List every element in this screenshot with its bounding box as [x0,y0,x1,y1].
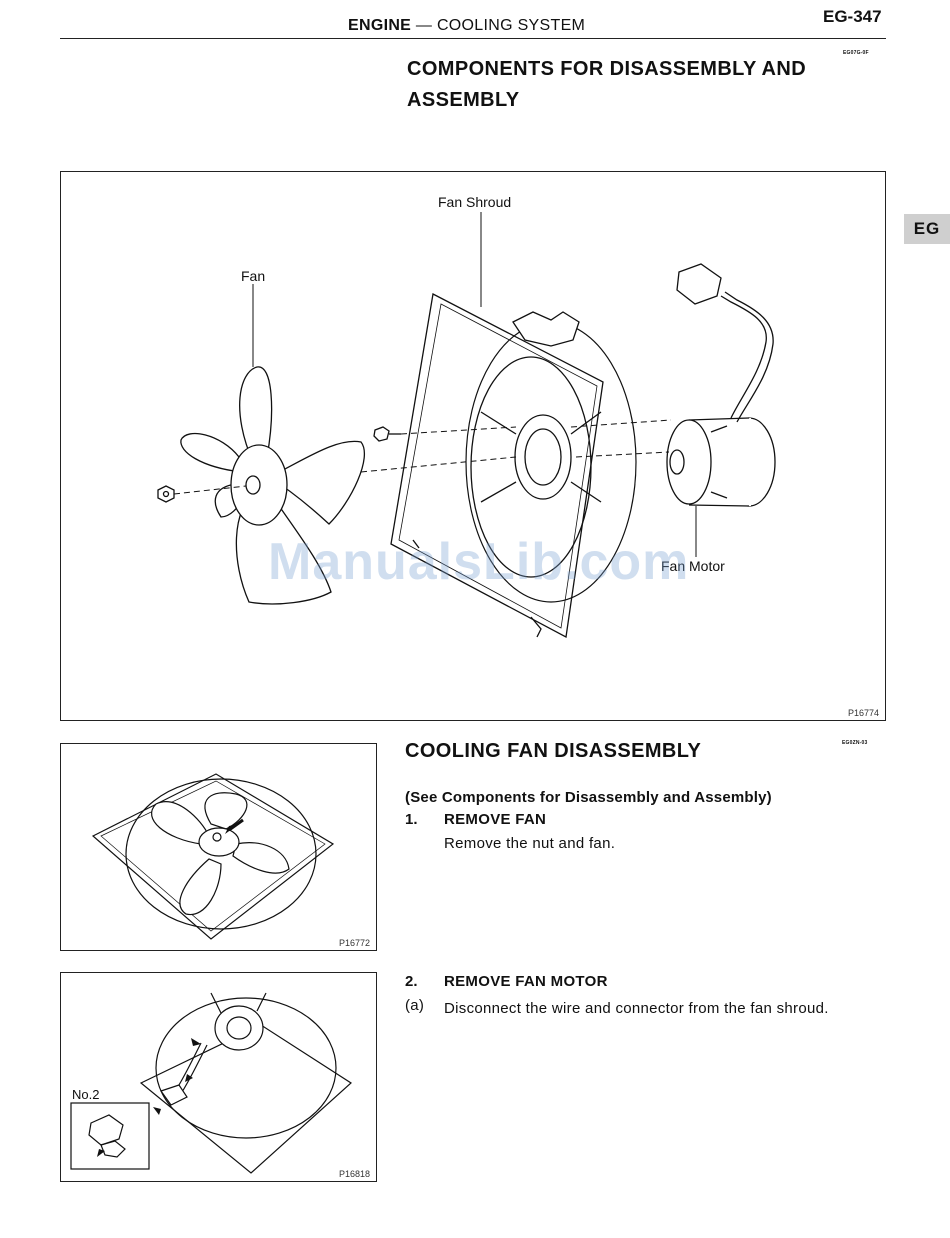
label-fan: Fan [241,268,266,284]
step-2-number: 2. [405,973,418,990]
section-reference-code: EG0ZN-03 [842,740,868,746]
remove-fan-motor-drawing: No.2 P16818 [70,992,370,1179]
remove-fan-drawing: P16772 [91,773,370,948]
remove-fan-figure-code: P16772 [339,938,370,948]
step-2a-label: (a) [405,997,425,1014]
page-title: COMPONENTS FOR DISASSEMBLY AND ASSEMBLY [407,58,807,111]
inset-label: No.2 [72,1087,99,1102]
label-fan-shroud: Fan Shroud [438,194,512,210]
remove-fan-motor-figure: No.2 P16818 [60,972,377,1182]
section-header-rest: — COOLING SYSTEM [411,17,586,34]
step-2a-text: Disconnect the wire and connector from t… [444,1000,829,1017]
components-figure-code: P16774 [848,708,879,718]
step-1-number: 1. [405,811,418,828]
components-figure: P16774 Fan Shroud Fan Fan Motor [60,171,886,721]
remove-fan-figure: P16772 [60,743,377,951]
step-1-title: REMOVE FAN [444,811,547,828]
step-2-title: REMOVE FAN MOTOR [444,973,608,990]
label-fan-motor: Fan Motor [661,558,725,574]
title-reference-code: EG07G-0F [843,50,869,56]
section-subtitle: (See Components for Disassembly and Asse… [405,789,772,806]
section-header-bold: ENGINE [348,17,412,34]
section-header: ENGINE — COOLING SYSTEM [348,17,585,35]
components-drawing: P16774 [157,212,879,718]
side-tab: EG [904,214,950,244]
header-rule [60,38,886,39]
page-number: EG-347 [823,7,882,26]
section-title: COOLING FAN DISASSEMBLY [405,740,702,762]
remove-fan-motor-figure-code: P16818 [339,1169,370,1179]
watermark: ManualsLib.com [268,533,690,591]
step-1-text: Remove the nut and fan. [444,835,616,852]
